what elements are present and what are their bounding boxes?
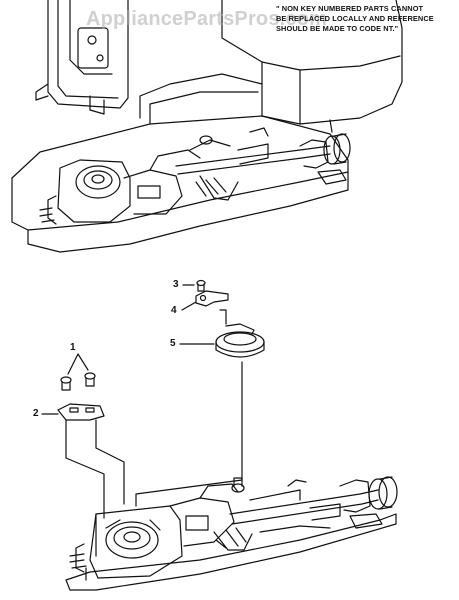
lower-base-assembly — [65, 476, 398, 591]
callout-1: 1 — [70, 342, 76, 353]
callout-5: 5 — [170, 338, 176, 349]
note-line-1: " NON KEY NUMBERED PARTS CANNOT — [276, 4, 424, 13]
machine-body-outline — [11, 0, 403, 253]
callout-4: 4 — [171, 305, 177, 316]
callout-3: 3 — [173, 279, 179, 290]
upper-hook-assembly — [39, 149, 201, 225]
part-5-bobbin-case — [179, 323, 265, 358]
part-3-screw — [182, 279, 206, 292]
note-line-3: SHOULD BE MADE TO CODE NT." — [276, 24, 399, 33]
parts-note: " NON KEY NUMBERED PARTS CANNOT BE REPLA… — [276, 4, 452, 34]
upper-feed-shaft — [175, 119, 351, 201]
assembly-leader-lines — [65, 309, 243, 519]
part-2-plate — [41, 403, 105, 421]
callout-2: 2 — [33, 408, 39, 419]
watermark-text: AppliancePartsPros.com — [86, 8, 328, 30]
part-1-screws — [60, 353, 96, 391]
note-line-2: BE REPLACED LOCALLY AND REFERENCE — [276, 14, 434, 23]
part-4-bracket — [181, 290, 229, 311]
